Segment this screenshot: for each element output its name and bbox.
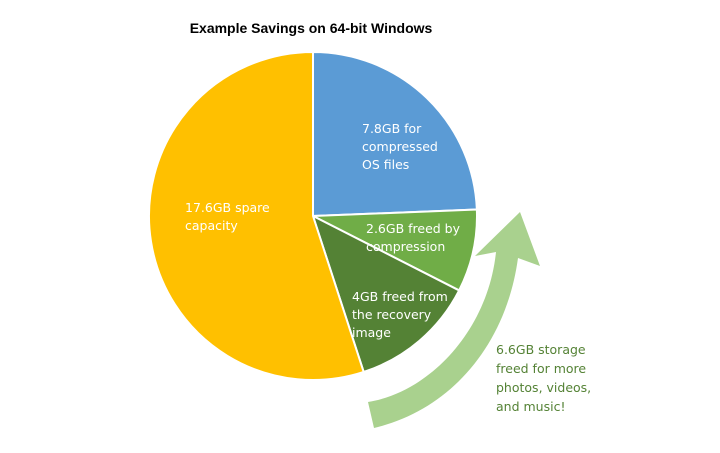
curved-arrow-shape (368, 212, 540, 428)
pie-slice-3 (312, 215, 461, 373)
pie-slices (148, 51, 478, 381)
pie-slice-1 (312, 51, 478, 217)
chart-title: Example Savings on 64-bit Windows (190, 20, 433, 36)
pie-slice-4 (148, 51, 365, 381)
curved-arrow-icon (368, 212, 540, 428)
